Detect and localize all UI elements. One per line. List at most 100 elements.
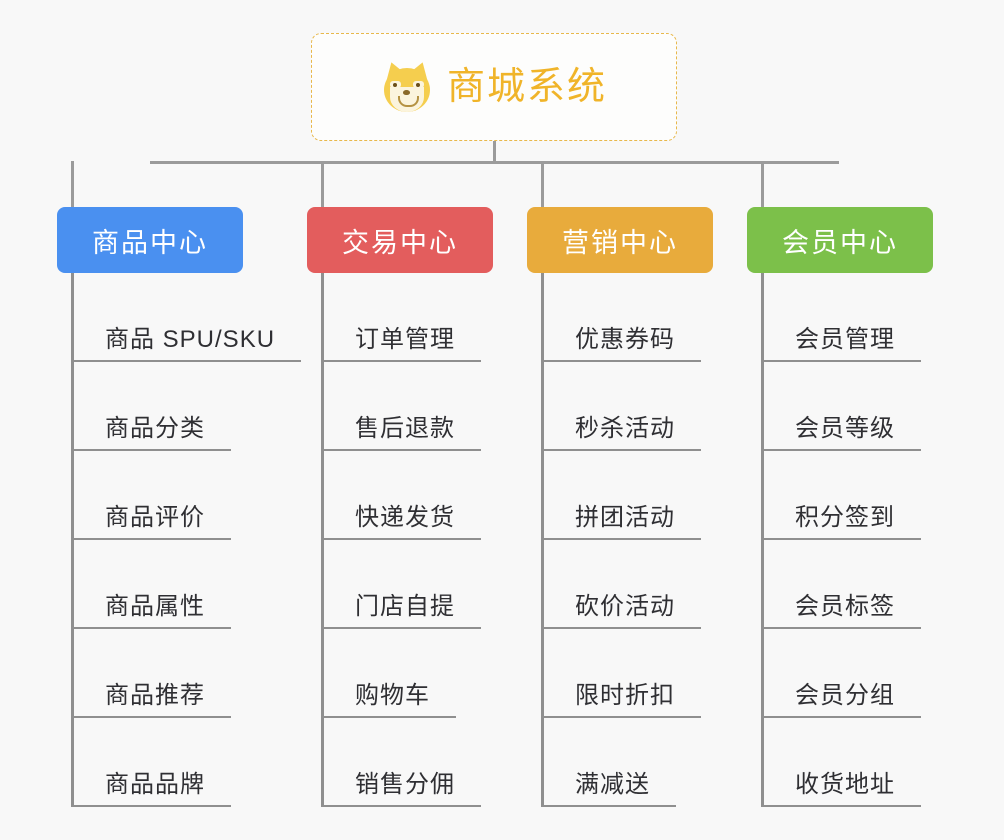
category-header-member-center[interactable]: 会员中心 (747, 207, 933, 273)
leaf-item-underline: 满减送 (541, 770, 676, 807)
column-member-center: 会员中心会员管理会员等级积分签到会员标签会员分组收货地址 (747, 207, 933, 807)
leaf-item[interactable]: 商品评价 (57, 451, 301, 540)
leaf-item[interactable]: 积分签到 (747, 451, 933, 540)
leaf-item[interactable]: 订单管理 (307, 273, 493, 362)
connector-trunk-product-center (71, 273, 74, 807)
leaf-item-underline: 商品分类 (71, 415, 231, 451)
leaf-item-underline: 售后退款 (321, 414, 481, 451)
leaf-item-underline: 会员标签 (761, 592, 921, 629)
leaf-item-label: 限时折扣 (575, 681, 675, 709)
leaf-item-underline: 商品属性 (71, 592, 231, 629)
root-title: 商城系统 (446, 66, 607, 108)
leaf-item-label: 满减送 (575, 770, 650, 798)
leaf-item-label: 商品属性 (105, 592, 205, 620)
connector-root-stem (493, 141, 496, 163)
leaf-item-underline: 收货地址 (761, 770, 921, 807)
leaf-item[interactable]: 砍价活动 (527, 540, 713, 629)
leaf-item[interactable]: 快递发货 (307, 451, 493, 540)
leaf-item-label: 优惠券码 (575, 325, 675, 353)
leaf-item-underline: 会员分组 (761, 681, 921, 718)
connector-trunk-marketing-center (541, 273, 544, 807)
leaf-item[interactable]: 门店自提 (307, 540, 493, 629)
leaf-item-underline: 商品品牌 (71, 770, 231, 807)
leaf-item[interactable]: 收货地址 (747, 718, 933, 807)
leaf-item-label: 购物车 (355, 681, 430, 709)
leaf-item-label: 拼团活动 (575, 503, 675, 531)
column-product-center: 商品中心商品 SPU/SKU 商品分类商品评价商品属性商品推荐商品品牌 (57, 207, 302, 807)
leaf-item-label: 门店自提 (355, 592, 455, 620)
leaf-item-underline: 秒杀活动 (541, 414, 701, 451)
leaf-item[interactable]: 拼团活动 (527, 451, 713, 540)
leaf-item-label: 商品推荐 (105, 681, 205, 709)
leaf-item[interactable]: 购物车 (307, 629, 493, 718)
leaf-item-underline: 商品评价 (71, 503, 231, 540)
leaf-item[interactable]: 商品 SPU/SKU (57, 273, 302, 362)
leaf-list-product-center: 商品 SPU/SKU 商品分类商品评价商品属性商品推荐商品品牌 (57, 273, 302, 807)
connector-horizontal-bus (150, 161, 839, 164)
leaf-item-label: 会员标签 (795, 592, 895, 620)
leaf-item-underline: 销售分佣 (321, 770, 481, 807)
connector-trunk-trade-center (321, 273, 324, 807)
shiba-dog-icon (380, 59, 434, 113)
category-header-label: 营销中心 (562, 227, 678, 258)
leaf-item[interactable]: 售后退款 (307, 362, 493, 451)
connector-branch-product-center (71, 161, 74, 208)
root-node[interactable]: 商城系统 (311, 33, 677, 141)
leaf-item-label: 商品 SPU/SKU (105, 325, 276, 353)
column-trade-center: 交易中心订单管理售后退款快递发货门店自提购物车销售分佣 (307, 207, 493, 807)
leaf-item-label: 会员管理 (795, 325, 895, 353)
leaf-item[interactable]: 秒杀活动 (527, 362, 713, 451)
leaf-item-label: 会员分组 (795, 681, 895, 709)
leaf-list-marketing-center: 优惠券码秒杀活动拼团活动砍价活动限时折扣满减送 (527, 273, 713, 807)
leaf-item-underline: 会员等级 (761, 414, 921, 451)
column-marketing-center: 营销中心优惠券码秒杀活动拼团活动砍价活动限时折扣满减送 (527, 207, 713, 807)
leaf-item-label: 商品评价 (105, 503, 205, 531)
leaf-item[interactable]: 优惠券码 (527, 273, 713, 362)
leaf-item-underline: 优惠券码 (541, 325, 701, 362)
leaf-item-underline: 购物车 (321, 681, 456, 718)
leaf-item-label: 秒杀活动 (575, 414, 675, 442)
leaf-item[interactable]: 会员管理 (747, 273, 933, 362)
leaf-item-label: 订单管理 (355, 325, 455, 353)
leaf-item-underline: 门店自提 (321, 592, 481, 629)
leaf-item-underline: 商品推荐 (71, 681, 231, 718)
connector-branch-marketing-center (541, 161, 544, 208)
leaf-item-label: 售后退款 (355, 414, 455, 442)
category-header-product-center[interactable]: 商品中心 (57, 207, 243, 273)
leaf-item-underline: 拼团活动 (541, 503, 701, 540)
leaf-item-label: 快递发货 (355, 503, 455, 531)
leaf-item-underline: 积分签到 (761, 503, 921, 540)
leaf-item-label: 会员等级 (795, 414, 895, 442)
leaf-item-label: 收货地址 (795, 770, 895, 798)
leaf-item-label: 砍价活动 (575, 592, 675, 620)
leaf-item[interactable]: 会员标签 (747, 540, 933, 629)
leaf-list-member-center: 会员管理会员等级积分签到会员标签会员分组收货地址 (747, 273, 933, 807)
leaf-list-trade-center: 订单管理售后退款快递发货门店自提购物车销售分佣 (307, 273, 493, 807)
leaf-item-label: 商品品牌 (105, 770, 205, 798)
leaf-item[interactable]: 会员分组 (747, 629, 933, 718)
category-header-trade-center[interactable]: 交易中心 (307, 207, 493, 273)
category-header-label: 会员中心 (782, 227, 898, 258)
category-header-label: 交易中心 (342, 227, 458, 258)
connector-trunk-member-center (761, 273, 764, 807)
leaf-item-label: 积分签到 (795, 503, 895, 531)
leaf-item-underline: 快递发货 (321, 503, 481, 540)
category-header-label: 商品中心 (92, 227, 208, 258)
connector-branch-member-center (761, 161, 764, 208)
leaf-item[interactable]: 商品品牌 (57, 718, 301, 807)
leaf-item[interactable]: 商品分类 (57, 362, 301, 451)
leaf-item[interactable]: 满减送 (527, 718, 713, 807)
leaf-item[interactable]: 商品属性 (57, 540, 301, 629)
leaf-item-underline: 砍价活动 (541, 592, 701, 629)
leaf-item-underline: 限时折扣 (541, 681, 701, 718)
leaf-item[interactable]: 商品推荐 (57, 629, 301, 718)
connector-branch-trade-center (321, 161, 324, 208)
leaf-item-underline: 商品 SPU/SKU (71, 325, 302, 362)
leaf-item[interactable]: 会员等级 (747, 362, 933, 451)
leaf-item[interactable]: 限时折扣 (527, 629, 713, 718)
leaf-item[interactable]: 销售分佣 (307, 718, 493, 807)
leaf-item-underline: 订单管理 (321, 325, 481, 362)
leaf-item-label: 销售分佣 (355, 770, 455, 798)
category-header-marketing-center[interactable]: 营销中心 (527, 207, 713, 273)
